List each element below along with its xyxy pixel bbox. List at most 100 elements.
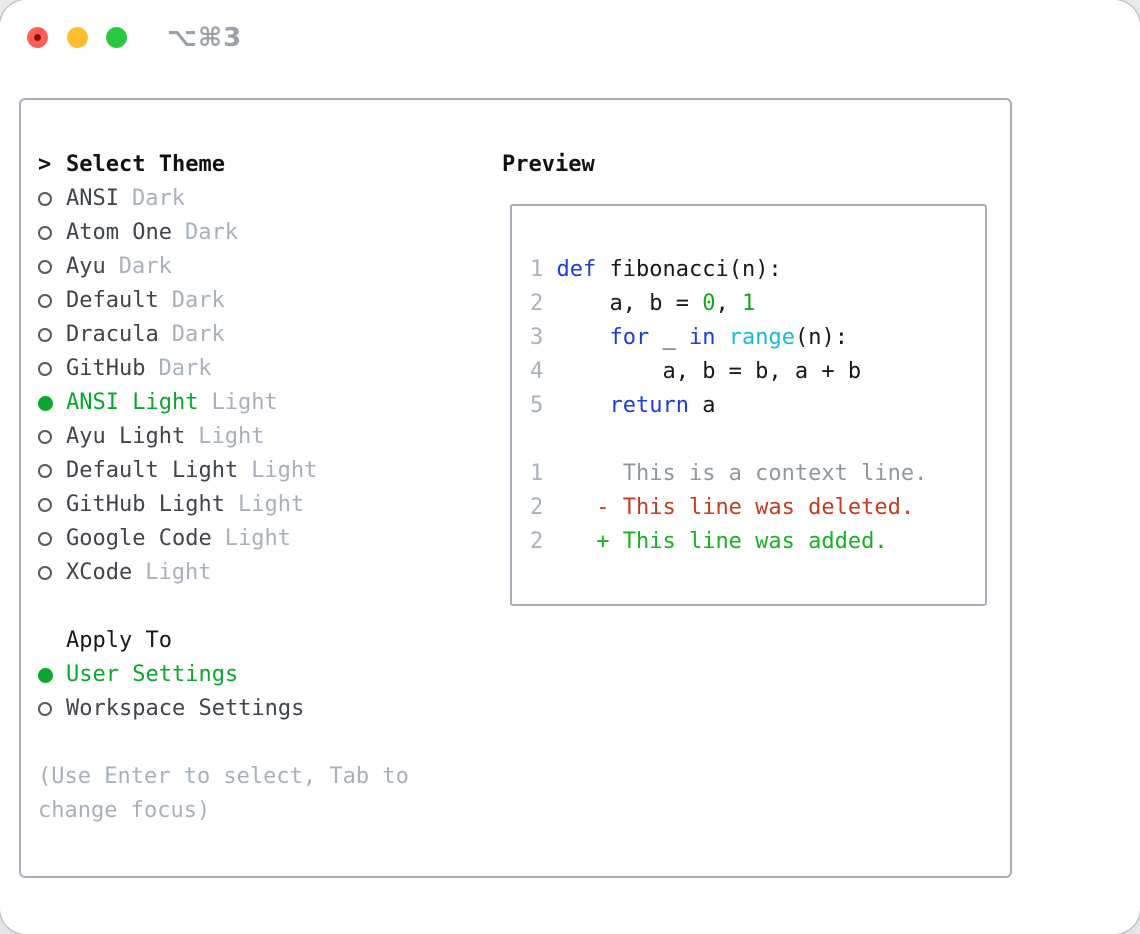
line-number: 4 xyxy=(530,359,557,384)
theme-item-github[interactable]: GitHub Dark xyxy=(38,352,478,386)
apply-option-label: User Settings xyxy=(66,662,239,687)
code-token: , xyxy=(715,291,742,316)
theme-name: Atom One xyxy=(66,220,172,245)
preview-header: Preview xyxy=(502,152,595,177)
apply-option-workspace-settings[interactable]: Workspace Settings xyxy=(38,692,478,726)
radio-icon xyxy=(38,566,52,580)
zoom-button[interactable] xyxy=(106,27,127,48)
code-line-1: 1 def fibonacci(n): xyxy=(530,253,969,287)
titlebar: ⌥⌘3 xyxy=(0,0,1140,74)
theme-item-dracula[interactable]: Dracula Dark xyxy=(38,318,478,352)
radio-icon xyxy=(38,362,52,376)
code-token: a xyxy=(688,393,716,418)
theme-item-default[interactable]: Default Dark xyxy=(38,284,478,318)
theme-item-ayu[interactable]: Ayu Dark xyxy=(38,250,478,284)
diff-context-line: 1 This is a context line. xyxy=(530,457,969,491)
theme-variant-tag: Light xyxy=(211,390,278,415)
theme-name: XCode xyxy=(66,560,133,585)
select-theme-title: Select Theme xyxy=(66,152,225,177)
theme-variant-tag: Dark xyxy=(131,186,185,211)
radio-icon xyxy=(38,260,52,274)
code-token xyxy=(715,325,728,350)
radio-icon xyxy=(38,192,52,206)
code-token: def xyxy=(556,257,597,282)
theme-variant-tag: Dark xyxy=(184,220,238,245)
apply-option-label: Workspace Settings xyxy=(66,696,305,721)
code-token: (n): xyxy=(794,325,848,350)
radio-icon xyxy=(38,226,52,240)
theme-item-github-light[interactable]: GitHub Light Light xyxy=(38,488,478,522)
code-token xyxy=(557,393,610,418)
theme-name: Dracula xyxy=(66,322,159,347)
theme-name: ANSI Light xyxy=(66,390,199,415)
theme-variant-tag: Dark xyxy=(171,288,225,313)
line-number: 1 xyxy=(530,461,557,486)
theme-variant-tag: Dark xyxy=(118,254,172,279)
theme-variant-tag: Light xyxy=(251,458,318,483)
theme-name: Ayu Light xyxy=(66,424,186,449)
code-token: - This line was deleted. xyxy=(556,495,915,520)
radio-icon xyxy=(38,532,52,546)
theme-variant-tag: Light xyxy=(198,424,265,449)
code-line-2: 2 a, b = 0, 1 xyxy=(530,287,969,321)
code-token: + This line was added. xyxy=(556,529,888,554)
theme-item-default-light[interactable]: Default Light Light xyxy=(38,454,478,488)
window-title-shortcut: ⌥⌘3 xyxy=(167,23,243,53)
code-token xyxy=(557,325,610,350)
theme-name: Default Light xyxy=(66,458,239,483)
theme-name: ANSI xyxy=(66,186,119,211)
theme-name: GitHub xyxy=(66,356,146,381)
line-number: 3 xyxy=(530,325,557,350)
theme-item-xcode[interactable]: XCode Light xyxy=(38,556,478,590)
blank-line xyxy=(530,423,969,457)
diff-deleted-line: 2 - This line was deleted. xyxy=(530,491,969,525)
radio-icon xyxy=(38,498,52,512)
theme-name: Default xyxy=(66,288,159,313)
line-number: 2 xyxy=(530,291,557,316)
apply-to-title: Apply To xyxy=(66,628,172,653)
minimize-button[interactable] xyxy=(67,27,88,48)
help-text: (Use Enter to select, Tab to change focu… xyxy=(38,764,409,823)
apply-to-header: Apply To xyxy=(38,624,478,658)
line-number: 2 xyxy=(530,495,557,520)
code-token: range xyxy=(728,325,795,350)
code-token: 1 xyxy=(741,291,756,316)
code-token: a, b = b, a + b xyxy=(556,359,862,384)
radio-icon xyxy=(38,702,52,716)
code-token: _ xyxy=(649,325,689,350)
line-number: 1 xyxy=(530,257,557,282)
theme-item-atom-one[interactable]: Atom One Dark xyxy=(38,216,478,250)
theme-item-ayu-light[interactable]: Ayu Light Light xyxy=(38,420,478,454)
theme-name: GitHub Light xyxy=(66,492,225,517)
line-number: 2 xyxy=(530,529,557,554)
select-theme-header: > Select Theme xyxy=(38,148,478,182)
radio-icon xyxy=(38,294,52,308)
code-token: a, b = xyxy=(556,291,703,316)
radio-icon xyxy=(38,464,52,478)
theme-variant-tag: Light xyxy=(224,526,291,551)
theme-item-ansi[interactable]: ANSI Dark xyxy=(38,182,478,216)
focus-prompt-icon: > xyxy=(38,152,52,177)
code-line-4: 4 a, b = b, a + b xyxy=(530,355,969,389)
radio-selected-icon xyxy=(38,395,53,411)
code-token: in xyxy=(688,325,716,350)
apply-option-user-settings[interactable]: User Settings xyxy=(38,658,478,692)
theme-name: Ayu xyxy=(66,254,106,279)
theme-variant-tag: Dark xyxy=(158,356,212,381)
code-line-3: 3 for _ in range(n): xyxy=(530,321,969,355)
theme-item-ansi-light[interactable]: ANSI Light Light xyxy=(38,386,478,420)
code-token: for xyxy=(609,325,650,350)
line-number: 5 xyxy=(530,393,557,418)
theme-variant-tag: Light xyxy=(145,560,212,585)
close-button[interactable] xyxy=(27,27,48,48)
theme-variant-tag: Light xyxy=(237,492,305,517)
radio-icon xyxy=(38,328,52,342)
theme-variant-tag: Dark xyxy=(171,322,225,347)
code-line-5: 5 return a xyxy=(530,389,969,423)
